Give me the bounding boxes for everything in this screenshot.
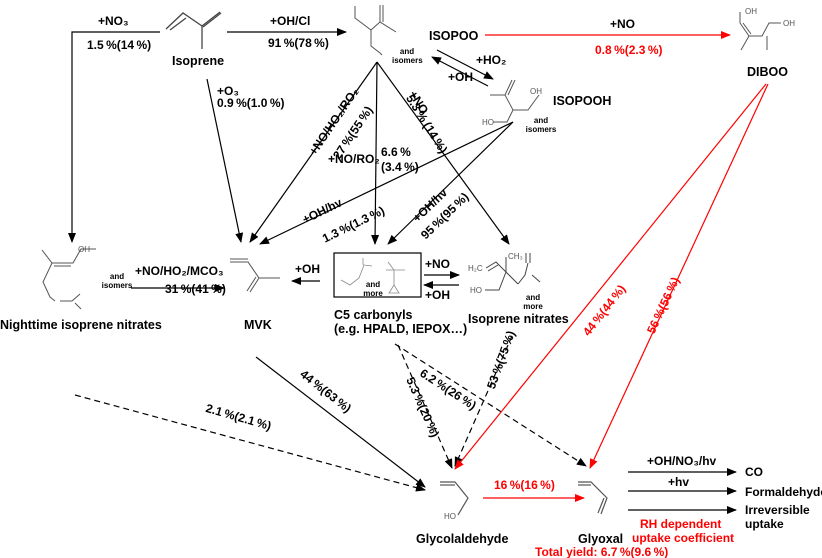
- yield-no3: 1.5 %(14 %): [87, 38, 152, 52]
- reagent-no3: +NO₃: [98, 14, 129, 28]
- reagent-no-ho2-mco3: +NO/HO₂/MCO₃: [135, 264, 224, 278]
- reagent-ho2: +HO₂: [476, 53, 507, 67]
- atom-oh-nighttime: OH: [78, 245, 90, 254]
- arrow-night-glycol: [74, 394, 426, 492]
- arrow-oh-back: [431, 56, 489, 87]
- arrow-oh-hv-c5: [387, 121, 514, 245]
- species-c5-carbonyls-examples: (e.g. HPALD, IEPOX…): [334, 322, 468, 336]
- mvk-structure: [230, 258, 280, 293]
- product-irreversible-uptake-2: uptake: [745, 517, 784, 531]
- arrow-no-ro2: [371, 61, 380, 245]
- c5-carbonyls-box: [333, 252, 422, 298]
- species-isopooh: ISOPOOH: [553, 94, 612, 108]
- yield-oh-cl: 91 %(78 %): [268, 36, 329, 50]
- reagent-no-diboo: +NO: [610, 17, 636, 31]
- species-diboo: DIBOO: [747, 65, 788, 79]
- arrow-no-nitrates: [376, 61, 510, 245]
- species-isoprene: Isoprene: [172, 54, 225, 68]
- arrow-diboo-glycol: [454, 83, 767, 470]
- glycolaldehyde-structure: [440, 481, 469, 516]
- yield-no-ro2-2: (3.4 %): [381, 160, 419, 174]
- reagent-oh-c5-mvk: +OH: [295, 262, 321, 276]
- note-total-yield: Total yield: 6.7 %(9.6 %): [535, 545, 669, 558]
- reagent-oh-cl: +OH/Cl: [270, 14, 311, 28]
- yield-no-ho2-mco3: 31 %(41 %): [165, 282, 226, 296]
- arrow-c5-glyoxal: [394, 343, 587, 467]
- yield-no-ro2-1: 6.6 %: [381, 145, 411, 159]
- species-isopoo: ISOPOO: [429, 29, 479, 43]
- arrow-diboo-glyoxal: [589, 83, 769, 469]
- yield-glycol-glyoxal: 16 %(16 %): [494, 478, 555, 492]
- arrow-mvk-glycol: [255, 356, 426, 488]
- isopoo-structure: [354, 5, 397, 56]
- arrow-ho2: [436, 49, 494, 80]
- reagent-o3: +O₃: [217, 84, 239, 98]
- atom-oh-isopooh: OH: [530, 87, 542, 96]
- species-nighttime-nitrates: Nighttime isoprene nitrates: [0, 318, 162, 332]
- product-irreversible-uptake-1: Irreversible: [745, 503, 810, 517]
- arrow-no3: [68, 31, 160, 243]
- arrow-c5-glycol: [397, 344, 453, 469]
- diboo-structure: [739, 12, 781, 51]
- isoprene-structure: [165, 11, 222, 49]
- species-glyoxal: Glyoxal: [578, 532, 624, 546]
- atom-ho-isopooh: HO: [482, 118, 494, 127]
- isopooh-structure: [490, 79, 540, 123]
- yield-o3: 0.9 %(1.0 %): [217, 96, 285, 110]
- species-mvk: MVK: [244, 318, 272, 332]
- species-c5-carbonyls: C5 carbonyls: [334, 308, 413, 322]
- reagent-no-c5-nitr: +NO: [425, 257, 451, 271]
- yield-no-diboo: 0.8 %(2.3 %): [595, 43, 663, 57]
- reagent-oh-no3-hv: +OH/NO₃/hv: [647, 454, 717, 468]
- note-uptake-coefficient: uptake coefficient: [632, 531, 735, 545]
- arrow-oh-hv-mvk: [259, 121, 514, 245]
- arrow-o3: [206, 78, 244, 243]
- species-isoprene-nitrates: Isoprene nitrates: [468, 312, 569, 326]
- atom-ho-glycol: HO: [444, 512, 456, 521]
- reagent-oh-nitr-c5: +OH: [425, 288, 451, 302]
- arrow-nitr-glycol: [454, 335, 513, 467]
- atom-oh-diboo-1: OH: [745, 7, 757, 16]
- reagent-oh-back: +OH: [448, 70, 474, 84]
- product-formaldehyde: Formaldehyde: [745, 485, 822, 499]
- reagent-hv: +hv: [668, 475, 690, 489]
- isoprene-nitrate-structure: [485, 253, 541, 291]
- atom-h2c: H₂C: [468, 264, 483, 273]
- product-co: CO: [745, 465, 763, 479]
- arrow-no-ho2-ro2: [249, 61, 378, 243]
- atom-ho-nitrate: HO: [470, 286, 482, 295]
- glyoxal-structure: [578, 481, 608, 515]
- reagent-no-ro2: +NO/RO₂: [328, 152, 380, 166]
- atom-ch3: CH₃: [508, 252, 523, 261]
- atom-oh-diboo-2: OH: [783, 19, 795, 28]
- c5-carbonyl-structures: [340, 258, 405, 294]
- note-rh-dependent: RH dependent: [640, 517, 722, 531]
- species-glycolaldehyde: Glycolaldehyde: [416, 532, 509, 546]
- nighttime-nitrate-structure: [41, 248, 96, 310]
